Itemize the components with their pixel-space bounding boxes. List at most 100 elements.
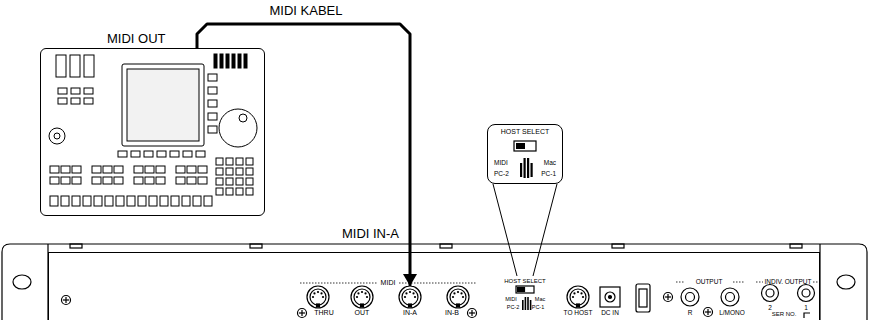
button-grid	[61, 166, 70, 173]
cable-label: MIDI KABEL	[267, 4, 346, 19]
button-grid	[246, 158, 253, 165]
button-grid	[134, 166, 143, 173]
din-jack	[414, 296, 416, 298]
din-jack	[354, 289, 370, 305]
button-grid	[204, 196, 212, 206]
din-jack	[457, 291, 459, 293]
button-grid	[94, 196, 102, 206]
button-grid	[246, 188, 253, 195]
screw	[667, 294, 668, 300]
button-grid	[226, 188, 233, 195]
group-bracket	[300, 283, 377, 284]
sequencer-controls	[49, 54, 257, 206]
host-select-switch	[525, 297, 527, 310]
screw	[664, 293, 673, 302]
rack-tab	[790, 244, 802, 248]
button-grid	[92, 177, 101, 184]
button-grid	[232, 54, 235, 68]
button-grid	[116, 196, 124, 206]
button-grid	[50, 196, 58, 206]
button-grid	[156, 166, 165, 173]
host-select-switch	[530, 300, 532, 310]
switch-icon	[514, 141, 536, 151]
button-grid	[236, 178, 243, 185]
din-jack	[361, 304, 364, 307]
screw	[62, 296, 71, 305]
button-grid	[170, 151, 179, 157]
callout-leader	[533, 184, 557, 276]
panel-label: IN-B	[445, 309, 459, 317]
dc-in-jack	[600, 287, 620, 307]
button-grid	[208, 74, 217, 81]
button-grid	[208, 87, 217, 94]
host-select-switch	[522, 300, 524, 310]
din-jack	[402, 289, 418, 305]
switch-position-label: MIDI	[494, 159, 508, 166]
rack-tab	[440, 244, 452, 248]
panel-label: THRU	[314, 309, 333, 317]
panel-label: MIDI	[505, 296, 517, 302]
panel-label: SER NO.	[772, 311, 797, 318]
screw	[298, 309, 307, 318]
din-jack	[312, 296, 314, 298]
button-grid	[156, 177, 165, 184]
volume-knob	[49, 128, 65, 144]
button-grid	[114, 177, 123, 184]
screw	[704, 308, 713, 317]
button-grid	[220, 54, 223, 68]
switch-icon	[527, 158, 529, 178]
jog-wheel	[239, 114, 247, 122]
din-jack	[567, 286, 589, 308]
din-jack	[364, 292, 366, 294]
button-grid	[138, 196, 146, 206]
button-grid	[71, 88, 80, 94]
din-jack	[577, 291, 579, 293]
phone-jack	[798, 285, 815, 302]
din-jack	[322, 296, 324, 298]
button-grid	[208, 100, 217, 107]
rack-hole	[13, 275, 31, 289]
button-grid	[114, 166, 123, 173]
button-grid	[84, 55, 94, 77]
button-grid	[176, 177, 185, 184]
panel-label: L/MONO	[719, 309, 745, 316]
din-jack	[577, 304, 580, 307]
switch-icon	[524, 158, 526, 178]
volume-knob	[54, 133, 60, 139]
button-grid	[246, 178, 253, 185]
screw	[468, 309, 477, 318]
phone-jack	[766, 289, 774, 297]
jog-wheel	[219, 109, 257, 147]
button-grid	[226, 168, 233, 175]
button-grid	[216, 158, 223, 165]
switch-position-label: PC-2	[494, 170, 509, 177]
button-grid	[187, 166, 196, 173]
dc-in-jack	[605, 292, 615, 302]
button-grid	[134, 177, 143, 184]
button-grid	[226, 54, 229, 68]
button-grid	[71, 98, 80, 104]
button-grid	[246, 168, 253, 175]
button-grid	[50, 54, 253, 206]
button-grid	[208, 113, 217, 120]
group-bracket	[813, 282, 818, 283]
screw	[301, 310, 302, 316]
button-grid	[145, 166, 154, 173]
din-jack	[399, 286, 421, 308]
midi-cable	[197, 24, 410, 286]
group-bracket	[756, 282, 763, 283]
dc-in-jack	[609, 296, 612, 299]
button-grid	[84, 98, 93, 104]
node-heading: IN-A	[396, 309, 424, 317]
din-jack	[409, 304, 412, 307]
phone-jack	[762, 285, 779, 302]
button-grid	[236, 168, 243, 175]
din-jack	[447, 286, 469, 308]
button-grid	[84, 88, 93, 94]
panel-label: PC-2	[507, 304, 520, 310]
panel-label: PC-1	[532, 304, 545, 310]
din-jack	[405, 292, 407, 294]
button-grid	[127, 196, 135, 206]
button-grid	[236, 158, 243, 165]
